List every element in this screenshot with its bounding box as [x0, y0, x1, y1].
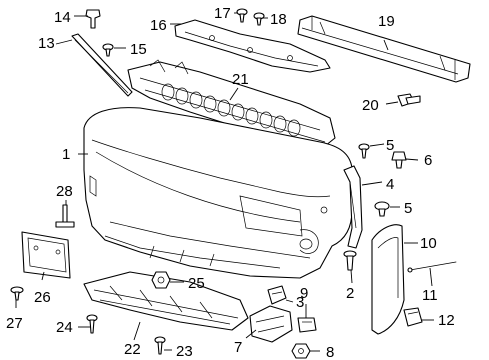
callout-24: 24 [56, 319, 73, 336]
part-5-screw-lower [374, 201, 390, 217]
part-24-bolt [86, 314, 98, 334]
part-14-push-clip [85, 9, 101, 29]
part-18-screw [253, 12, 265, 26]
part-26-license-plate-bracket [21, 231, 71, 279]
callout-22: 22 [124, 341, 141, 358]
callout-16: 16 [150, 17, 167, 34]
part-7-bracket [249, 305, 293, 343]
callout-25: 25 [188, 275, 205, 292]
part-3-clip [267, 285, 287, 305]
callout-9: 9 [300, 285, 308, 302]
part-28-fastener [55, 204, 75, 228]
part-5-screw-upper [358, 143, 370, 159]
callout-13: 13 [38, 35, 55, 52]
part-4-side-bracket [343, 165, 363, 249]
callout-2: 2 [346, 285, 354, 302]
callout-23: 23 [176, 343, 193, 360]
part-17-screw [236, 8, 248, 23]
part-9-clip [297, 317, 317, 333]
callout-17: 17 [214, 5, 231, 22]
callout-21: 21 [232, 71, 249, 88]
part-6-bolt [391, 151, 407, 169]
absorber-cells [161, 83, 301, 137]
part-1-bumper-fascia [83, 107, 353, 279]
part-15-screw [102, 43, 114, 57]
callout-12: 12 [438, 312, 455, 329]
part-2-bolt [343, 250, 357, 271]
callout-14: 14 [54, 9, 71, 26]
callout-27: 27 [6, 315, 23, 332]
callout-5b: 5 [404, 200, 412, 217]
callout-15: 15 [130, 41, 147, 58]
callout-19: 19 [378, 13, 395, 30]
part-27-push-pin [10, 286, 24, 301]
callout-3: 3 [296, 294, 304, 311]
callout-5a: 5 [386, 137, 394, 154]
part-11-rod [407, 261, 457, 273]
leader-lines [15, 12, 434, 352]
part-23-bolt [154, 336, 166, 355]
callout-7: 7 [234, 339, 242, 356]
part-20-bolt [397, 93, 421, 107]
callout-8: 8 [326, 344, 334, 360]
part-19-reinforcement-bar [297, 15, 471, 83]
callout-4: 4 [386, 176, 394, 193]
part-12-clip [403, 307, 423, 327]
part-13-trim-strip [71, 33, 133, 97]
callout-18: 18 [270, 11, 287, 28]
callout-20: 20 [362, 97, 379, 114]
callout-11: 11 [422, 287, 438, 304]
part-8-nut [291, 343, 311, 359]
part-16-upper-bracket [174, 19, 331, 73]
part-25-nut [151, 271, 171, 289]
callout-1: 1 [62, 146, 70, 163]
callout-labels: 1 2 3 4 5 5 6 7 8 9 10 11 12 13 14 15 16… [6, 5, 455, 360]
callout-10: 10 [420, 235, 437, 252]
part-10-corner-trim [371, 224, 405, 335]
callout-28: 28 [56, 183, 73, 200]
callout-6: 6 [424, 152, 432, 169]
callout-26: 26 [34, 289, 51, 306]
